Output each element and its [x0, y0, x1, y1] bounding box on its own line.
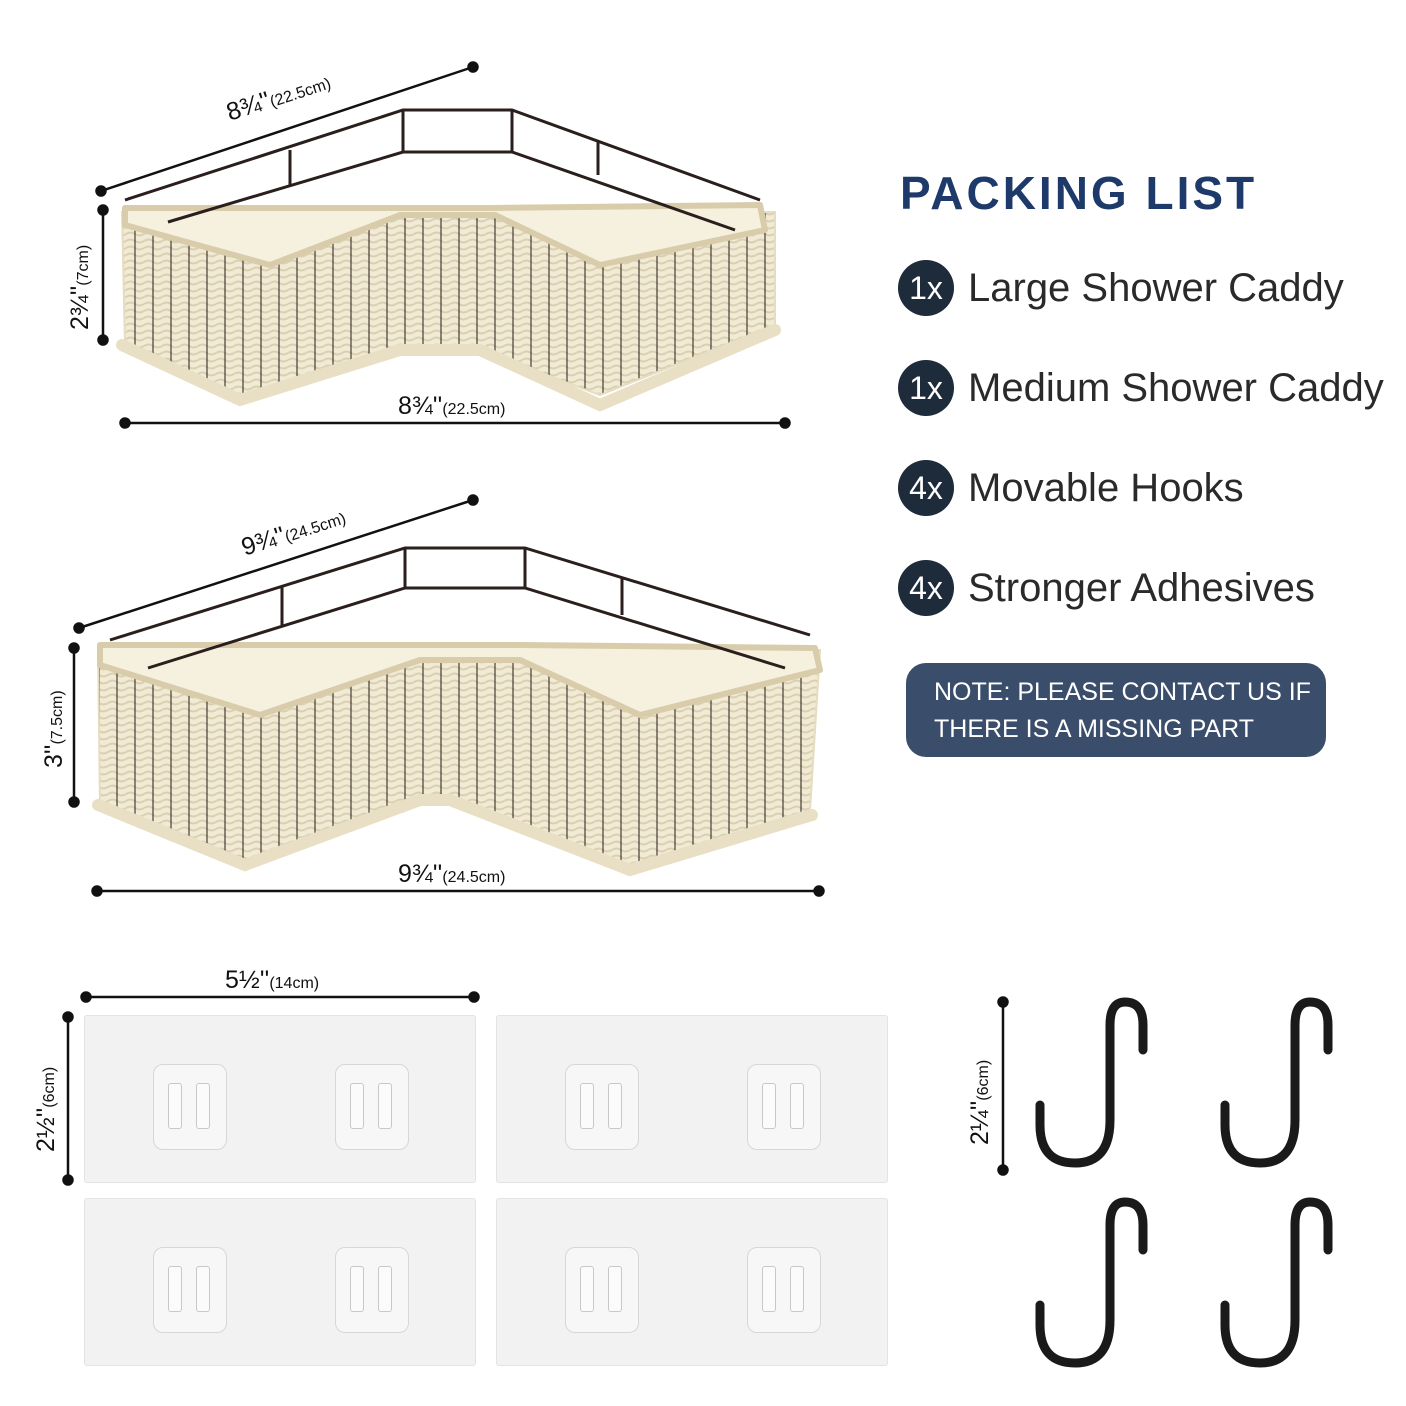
- adhesive-hook-base: [747, 1247, 821, 1333]
- adhesive-hook-base: [153, 1064, 227, 1150]
- dimension-line-caddy1-height: [97, 204, 109, 346]
- item-label: Movable Hooks: [968, 465, 1244, 510]
- s-hook-2: [1220, 997, 1333, 1168]
- dim-label-caddy1-bottom: 8¾''(22.5cm): [398, 392, 506, 420]
- dimension-line-adhesive-width: [80, 991, 480, 1003]
- item-label: Medium Shower Caddy: [968, 365, 1384, 410]
- missing-part-note: NOTE: PLEASE CONTACT US IF THERE IS A MI…: [906, 663, 1326, 757]
- adhesive-pad: [496, 1198, 888, 1366]
- adhesive-hook-base: [565, 1247, 639, 1333]
- quantity-badge: 1x: [898, 260, 954, 316]
- dim-label-caddy2-bottom: 9¾''(24.5cm): [398, 860, 506, 888]
- packing-list-title: PACKING LIST: [900, 167, 1258, 219]
- s-hook-3: [1035, 1197, 1148, 1368]
- quantity-badge: 1x: [898, 360, 954, 416]
- item-label: Stronger Adhesives: [968, 565, 1315, 610]
- movable-hooks-image: [1035, 997, 1333, 1368]
- dim-label-caddy1-height: 2¾''(7cm): [66, 244, 94, 330]
- packing-list-item: 4x Movable Hooks: [898, 458, 1244, 518]
- adhesive-pad: [84, 1198, 476, 1366]
- adhesive-hook-base: [335, 1064, 409, 1150]
- dimension-line-adhesive-height: [62, 1011, 74, 1186]
- large-shower-caddy-image: [116, 108, 781, 412]
- dim-label-hook-height: 2¼''(6cm): [966, 1059, 994, 1145]
- dimension-line-hook-height: [997, 996, 1009, 1176]
- packing-list-item: 1x Large Shower Caddy: [898, 258, 1344, 318]
- adhesive-hook-base: [565, 1064, 639, 1150]
- dimension-line-caddy2-height: [68, 642, 80, 808]
- dimension-line-caddy1-bottom: [119, 417, 791, 429]
- quantity-badge: 4x: [898, 560, 954, 616]
- dimension-line-caddy1-top: [95, 61, 479, 197]
- item-label: Large Shower Caddy: [968, 265, 1344, 310]
- dim-label-adhesive-height: 2½''(6cm): [32, 1066, 60, 1152]
- packing-list-item: 4x Stronger Adhesives: [898, 558, 1315, 618]
- s-hook-4: [1220, 1197, 1333, 1368]
- adhesive-pad: [84, 1015, 476, 1183]
- note-line-1: NOTE: PLEASE CONTACT US IF: [934, 678, 1311, 706]
- adhesive-hook-base: [747, 1064, 821, 1150]
- quantity-badge: 4x: [898, 460, 954, 516]
- medium-shower-caddy-image: [92, 546, 823, 877]
- adhesive-hook-base: [153, 1247, 227, 1333]
- dim-label-caddy2-height: 3''(7.5cm): [40, 690, 68, 768]
- dimension-line-caddy2-top: [73, 494, 479, 634]
- adhesive-hook-base: [335, 1247, 409, 1333]
- note-line-2: THERE IS A MISSING PART: [934, 715, 1254, 743]
- dim-label-adhesive-width: 5½''(14cm): [225, 966, 320, 994]
- packing-list-item: 1x Medium Shower Caddy: [898, 358, 1384, 418]
- s-hook-1: [1035, 997, 1148, 1168]
- dimension-line-caddy2-bottom: [91, 885, 825, 897]
- adhesive-pad: [496, 1015, 888, 1183]
